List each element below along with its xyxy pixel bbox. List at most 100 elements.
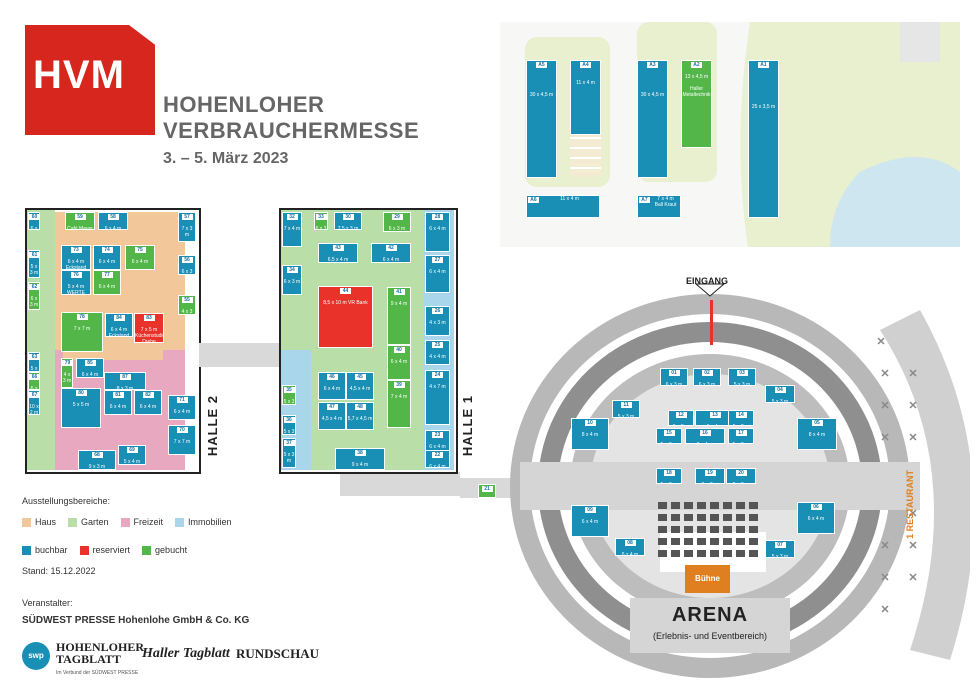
booth-number: 45 xyxy=(354,374,366,380)
legend-stand-date: Stand: 15.12.2022 xyxy=(22,566,96,576)
legend-areas-title: Ausstellungsbereiche: xyxy=(22,496,111,506)
booth-size: 13 x 4,5 m xyxy=(684,74,709,80)
booth-15[interactable]: 155 x 3 m xyxy=(656,428,682,444)
booth-66[interactable]: 666 x 4 m xyxy=(28,372,40,390)
booth-21[interactable]: 216 x 4 m xyxy=(478,484,496,498)
booth-18[interactable]: 185 x 3 m xyxy=(656,468,682,484)
booth-36[interactable]: 365 x 3 m xyxy=(282,415,296,435)
booth-size: 4 x 4 m xyxy=(429,354,446,360)
booth-size: 8 x 3 m xyxy=(116,386,134,390)
booth-size: 6 x 4 m xyxy=(807,516,825,522)
booth-number: 46 xyxy=(326,374,338,380)
legend-swatch xyxy=(79,546,89,556)
booth-19[interactable]: 196 x 3 m xyxy=(695,468,725,484)
booth-56[interactable]: 566 x 3 m xyxy=(178,255,196,275)
booth-13[interactable]: 136 x 4 m xyxy=(695,410,735,426)
booth-35[interactable]: 355 x 3 m xyxy=(282,385,296,405)
booth-size: 6 x 4 m xyxy=(98,284,116,290)
booth-17[interactable]: 175 x 3 m xyxy=(728,428,754,444)
booth-12[interactable]: 125 x 3 m xyxy=(668,410,694,426)
booth-20[interactable]: 205 x 3 m xyxy=(726,468,756,484)
booth-33[interactable]: 336 x 3 m xyxy=(314,212,328,230)
booth-55[interactable]: 554 x 3 m xyxy=(178,295,196,315)
booth-size: 7 x 4 m xyxy=(657,196,674,202)
booth-16[interactable]: 166 x 4 m xyxy=(685,428,725,444)
booth-number: 17 xyxy=(735,430,747,436)
booth-58[interactable]: 586 x 4 m Absatz xyxy=(98,212,128,230)
booth-size: 5 x 3 m xyxy=(733,382,751,386)
title-line1: HOHENLOHER xyxy=(163,92,325,117)
booth-number: 24 xyxy=(432,372,443,378)
booth-60[interactable]: 606 x 5 m xyxy=(28,212,40,230)
title-line2: VERBRAUCHERMESSE xyxy=(163,118,420,143)
booth-number: 04 xyxy=(774,387,786,393)
booth-14[interactable]: 145 x 3 m xyxy=(728,410,754,426)
booth-63[interactable]: 635 x 3 m xyxy=(28,352,40,372)
booth-size: 9 x 3 m xyxy=(88,464,106,470)
